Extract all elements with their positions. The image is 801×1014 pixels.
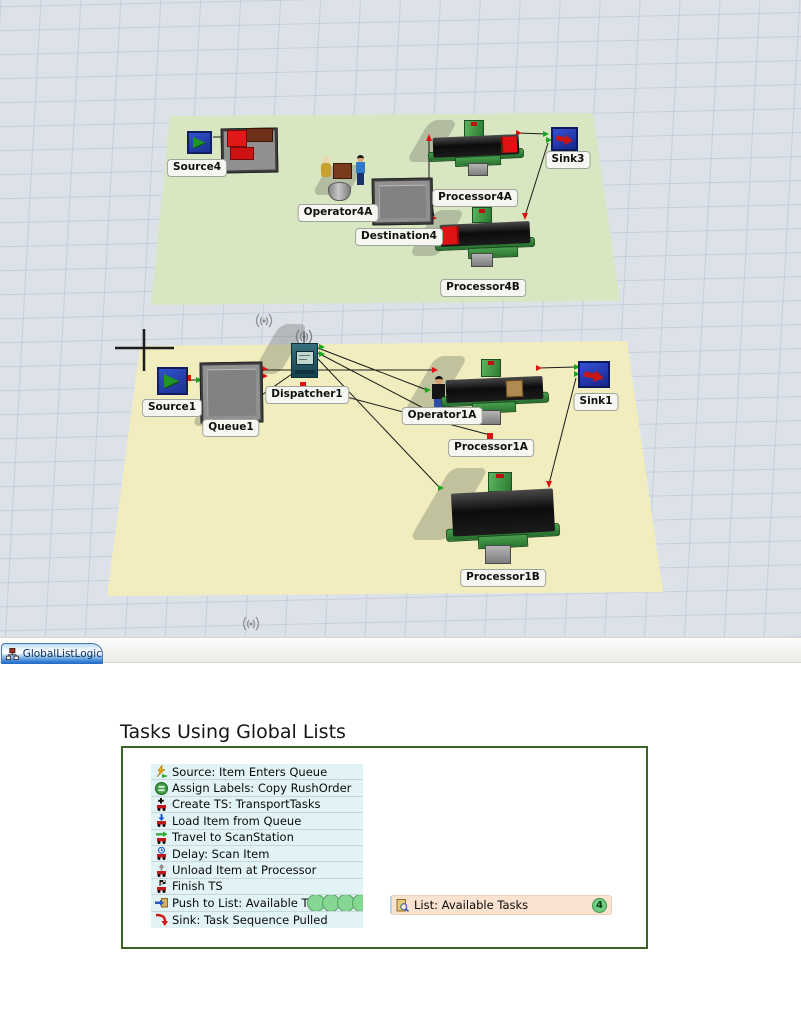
label-sink3: Sink3: [545, 151, 591, 169]
processor1a-tower[interactable]: [481, 359, 501, 377]
process-flow-container: Source: Item Enters Queue Assign Labels:…: [121, 746, 648, 949]
operator4a-body[interactable]: [321, 163, 331, 177]
panel-title: Tasks Using Global Lists: [120, 721, 346, 743]
flow-item-box: [246, 128, 273, 142]
activity-source[interactable]: Source: Item Enters Queue: [151, 764, 363, 781]
label-dispatcher1: Dispatcher1: [265, 386, 349, 404]
list-search-icon: [396, 898, 409, 912]
activity-delay[interactable]: Delay: Scan Item: [151, 846, 363, 863]
processor1b-object[interactable]: [450, 488, 556, 537]
wireless-icon: [255, 313, 273, 328]
processor1a-object[interactable]: [445, 375, 544, 404]
sink1-object[interactable]: [578, 361, 610, 388]
assign-labels-icon: [155, 781, 168, 795]
global-list-box[interactable]: List: Available Tasks 4: [390, 895, 612, 915]
processor4b-object[interactable]: [439, 221, 531, 247]
source1-object[interactable]: [157, 367, 188, 395]
finish-ts-icon: [157, 879, 166, 893]
activity-finish-ts[interactable]: Finish TS: [151, 879, 363, 896]
tab-label: GlobalListLogic: [22, 648, 102, 660]
label-processor4b: Processor4B: [440, 279, 526, 297]
tab-globallistlogic[interactable]: GlobalListLogic: [1, 643, 103, 664]
view-tab-bar: GlobalListLogic: [0, 637, 801, 664]
global-list-label: List: Available Tasks: [414, 898, 529, 912]
sink3-object[interactable]: [551, 127, 578, 151]
load-icon: [157, 814, 166, 828]
processor4a-control: [468, 163, 488, 176]
processor4a-object[interactable]: [432, 134, 520, 158]
flow-item-box: [227, 130, 247, 147]
sink-icon: [155, 913, 168, 927]
activity-sink[interactable]: Sink: Task Sequence Pulled: [151, 912, 363, 928]
label-operator4a: Operator4A: [297, 204, 379, 222]
operator4a-cart[interactable]: [328, 182, 351, 201]
list-count-badge: 4: [592, 897, 607, 913]
queue1-object[interactable]: [199, 361, 264, 424]
label-queue1: Queue1: [202, 419, 260, 437]
delay-icon: [157, 847, 166, 861]
label-sink1: Sink1: [573, 393, 619, 411]
activity-travel[interactable]: Travel to ScanStation: [151, 830, 363, 846]
unload-icon: [157, 863, 166, 877]
list-tokens: [307, 895, 363, 911]
processor4b-tower[interactable]: [472, 207, 492, 223]
activity-load[interactable]: Load Item from Queue: [151, 813, 363, 830]
origin-crosshair: [115, 329, 174, 371]
activity-push-to-list[interactable]: Push to List: Available Tasks: [151, 895, 363, 912]
flowchart-icon: [6, 648, 19, 660]
source4-object[interactable]: [187, 131, 212, 154]
operator1a-head: [435, 376, 443, 384]
dispatcher1-object[interactable]: [291, 343, 318, 378]
label-destination4: Destination4: [355, 228, 443, 246]
flow-item-box: [230, 147, 254, 160]
label-processor1a: Processor1A: [448, 439, 534, 457]
label-processor1b: Processor1B: [460, 569, 546, 587]
task-activity-list: Source: Item Enters Queue Assign Labels:…: [151, 764, 363, 928]
push-to-list-icon: [155, 898, 168, 908]
operator-head: [357, 155, 364, 162]
processor1b-control: [485, 545, 511, 564]
token: [352, 895, 363, 911]
destination4-object[interactable]: [371, 177, 434, 226]
processor1b-tower[interactable]: [488, 472, 512, 492]
label-operator1a: Operator1A: [401, 407, 483, 425]
wireless-icon: [242, 616, 260, 631]
source-icon: [156, 765, 168, 779]
travel-icon: [156, 831, 168, 844]
activity-create-ts[interactable]: Create TS: TransportTasks: [151, 797, 363, 814]
label-source1: Source1: [141, 399, 203, 417]
connection-lines: [115, 130, 580, 631]
label-source4: Source4: [166, 159, 228, 177]
operator4a-head: [322, 156, 330, 164]
activity-assign-labels[interactable]: Assign Labels: Copy RushOrder: [151, 780, 363, 797]
flow-item-box: [333, 163, 352, 179]
operator-legs: [357, 173, 364, 185]
operator-body[interactable]: [356, 162, 365, 173]
activity-unload[interactable]: Unload Item at Processor: [151, 862, 363, 879]
model-3d-view[interactable]: Source4 Operator4A Destination4 Processo…: [0, 0, 801, 637]
label-processor4a: Processor4A: [432, 189, 518, 207]
operator1a-object[interactable]: [432, 384, 445, 399]
processor4b-control: [471, 253, 493, 267]
create-ts-icon: [157, 797, 166, 811]
